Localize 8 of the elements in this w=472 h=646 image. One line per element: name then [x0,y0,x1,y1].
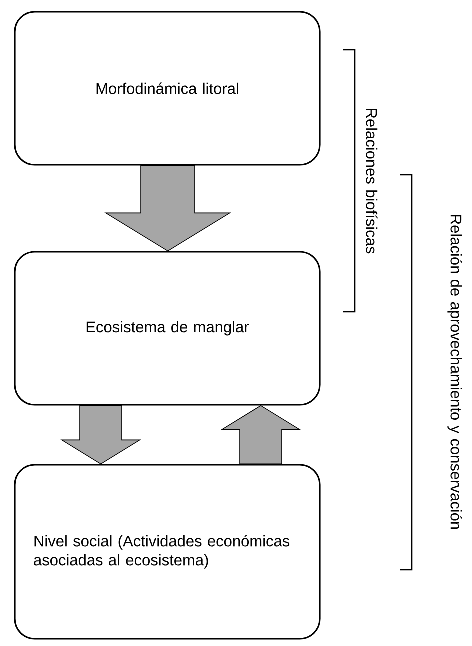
block-arrow [104,165,232,252]
process-box: Nivel social (Actividades económicas asociadas al ecosistema) [14,464,321,640]
block-arrow [60,405,142,465]
block-arrow [220,405,302,465]
process-box: Ecosistema de manglar [14,251,321,406]
bracket-label: Relación de aprovechamiento y conservación [448,215,462,530]
process-box: Morfodinámica litoral [14,11,321,166]
bracket-label: Relaciones biofísicas [366,109,378,254]
